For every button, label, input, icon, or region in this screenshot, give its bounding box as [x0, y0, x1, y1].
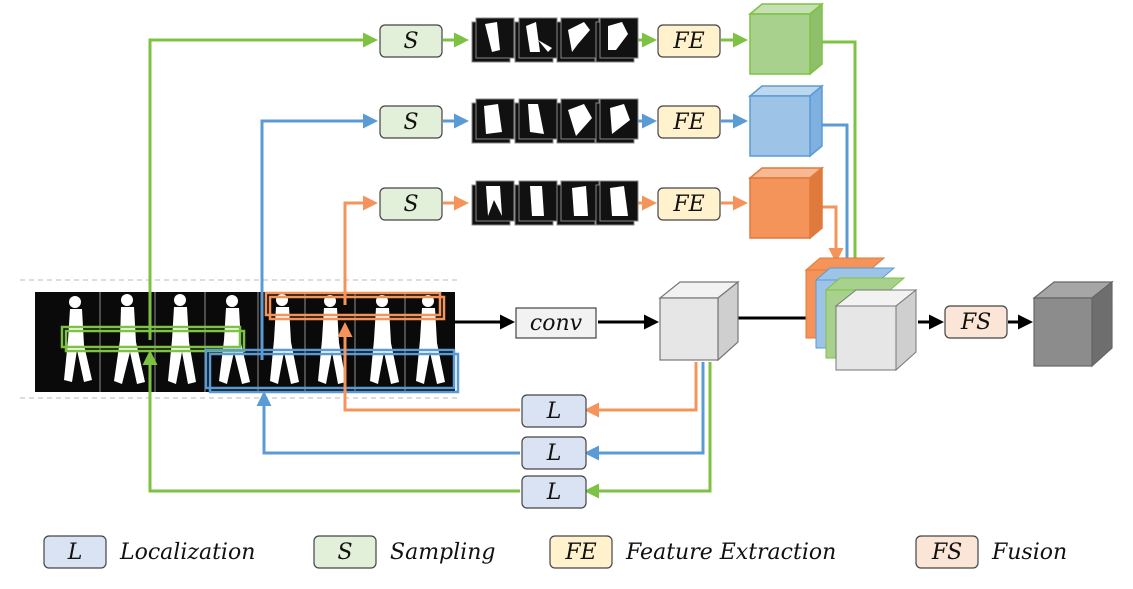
sampling-box-green: S: [379, 24, 443, 58]
conv-label: conv: [530, 311, 583, 336]
fe-label: FE: [672, 29, 704, 54]
fe-label: FE: [672, 192, 704, 217]
localization-label: L: [546, 441, 562, 466]
sampling-label: S: [403, 192, 418, 217]
fe-box-orange: FE: [657, 187, 721, 221]
green-arrow-to-sampling: [148, 32, 378, 340]
orange-arrow-to-stack: [822, 205, 844, 263]
conv-box: conv: [515, 307, 597, 339]
legend-abbr: L: [67, 540, 83, 565]
legend-text: Localization: [119, 540, 255, 565]
feature-cube-blue: [747, 84, 825, 158]
blue-return-arrow: [256, 391, 520, 455]
localization-box-green: L: [521, 475, 587, 509]
localization-label: L: [546, 480, 562, 505]
legend-abbr: FS: [931, 540, 962, 565]
blue-region-box: [204, 348, 456, 390]
conv-feature-cube: [658, 280, 740, 362]
fusion-box: FS: [944, 305, 1008, 339]
sampling-label: S: [403, 110, 418, 135]
legend-item-sampling: S Sampling: [313, 535, 495, 569]
legend-text: Sampling: [390, 540, 495, 565]
output-cube: [1032, 280, 1114, 368]
feature-cube-orange: [747, 166, 825, 240]
localization-box-orange: L: [521, 394, 587, 428]
blue-region-box: [208, 352, 460, 394]
legend: L Localization S Sampling FE Feature Ext…: [43, 535, 1067, 569]
localization-box-blue: L: [521, 436, 587, 470]
green-feedback-arrow: [584, 362, 712, 499]
green-return-arrow: [142, 350, 520, 493]
legend-abbr: FE: [564, 540, 596, 565]
orange-region-box: [264, 291, 442, 317]
blue-feedback-arrow: [584, 362, 705, 461]
sampling-box-blue: S: [379, 105, 443, 139]
stacked-feature-cubes: [804, 257, 918, 372]
localization-label: L: [546, 399, 562, 424]
legend-item-fusion: FS Fusion: [915, 535, 1067, 569]
sampling-label: S: [403, 29, 418, 54]
green-arrow-to-stack: [822, 40, 863, 281]
fusion-label: FS: [960, 310, 991, 335]
feature-cube-green: [747, 2, 825, 76]
fe-label: FE: [672, 110, 704, 135]
sampled-frames-blue: [471, 98, 639, 144]
legend-text: Feature Extraction: [625, 540, 836, 565]
legend-abbr: S: [337, 540, 352, 565]
fe-box-blue: FE: [657, 105, 721, 139]
sampling-box-orange: S: [379, 187, 443, 221]
blue-arrow-to-sampling: [260, 113, 378, 360]
orange-return-arrow: [337, 322, 520, 412]
legend-text: Fusion: [991, 540, 1067, 565]
legend-item-feature-extraction: FE Feature Extraction: [549, 535, 836, 569]
orange-arrow-to-sampling: [343, 195, 378, 305]
legend-item-localization: L Localization: [43, 535, 255, 569]
sampled-frames-orange: [471, 180, 639, 226]
sampled-frames-green: [471, 17, 639, 63]
blue-arrow-to-stack: [822, 123, 855, 273]
fe-box-green: FE: [657, 24, 721, 58]
orange-feedback-arrow: [584, 362, 698, 418]
orange-region-box: [268, 295, 446, 321]
